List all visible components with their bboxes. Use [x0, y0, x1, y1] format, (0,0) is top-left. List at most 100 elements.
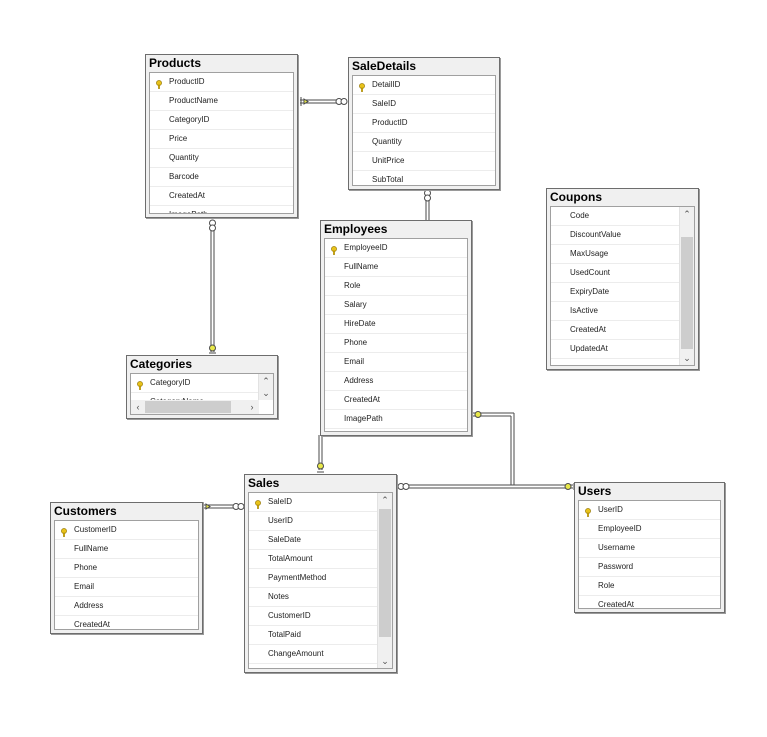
scroll-up-icon[interactable]: ⌃ [683, 209, 691, 219]
column-row[interactable]: EmployeeID [325, 239, 467, 258]
column-row[interactable]: SaleDate [249, 531, 378, 550]
column-name: SaleDate [268, 535, 301, 544]
vertical-scrollbar[interactable]: ⌃ ⌄ [679, 207, 694, 365]
column-name: CreatedAt [268, 668, 304, 669]
column-name: CategoryID [150, 378, 191, 387]
horizontal-scrollbar[interactable]: ‹ › [131, 400, 259, 414]
column-row[interactable]: SubTotal [353, 171, 495, 185]
scroll-down-icon[interactable]: ⌄ [381, 656, 389, 666]
column-row[interactable]: DiscountValue [551, 226, 680, 245]
column-name: CreatedAt [169, 191, 206, 200]
column-row[interactable]: UpdatedAt [551, 340, 680, 359]
scroll-down-icon[interactable]: ⌄ [683, 353, 691, 363]
column-row[interactable]: ChangeAmount [249, 645, 378, 664]
column-row[interactable]: Quantity [353, 133, 495, 152]
column-row[interactable]: Quantity [150, 149, 293, 168]
column-row[interactable]: Email [325, 353, 467, 372]
column-row[interactable]: UserID [579, 501, 720, 520]
column-row[interactable]: Code [551, 207, 680, 226]
column-row[interactable]: TotalPaid [249, 626, 378, 645]
column-row[interactable]: ImagePath [150, 206, 293, 213]
column-row[interactable]: DetailID [353, 76, 495, 95]
column-row[interactable]: CustomerID [249, 607, 378, 626]
column-row[interactable]: PaymentMethod [249, 569, 378, 588]
column-name: CreatedAt [74, 620, 111, 629]
vertical-scrollbar[interactable]: ⌃ ⌄ [258, 374, 273, 400]
column-row[interactable]: UsedCount [551, 264, 680, 283]
column-row[interactable]: ImagePath [325, 410, 467, 429]
column-row[interactable]: Email [55, 578, 198, 597]
column-name: CreatedAt [598, 600, 635, 609]
column-name: ProductName [169, 96, 218, 105]
column-row[interactable]: Address [55, 597, 198, 616]
scroll-left-icon[interactable]: ‹ [136, 402, 140, 412]
scroll-up-icon[interactable]: ⌃ [381, 495, 389, 505]
column-row[interactable]: Phone [325, 334, 467, 353]
column-row[interactable]: TotalAmount [249, 550, 378, 569]
column-row[interactable]: Barcode [150, 168, 293, 187]
column-row[interactable]: ProductName [150, 92, 293, 111]
column-name: Password [598, 562, 634, 571]
scroll-right-icon[interactable]: › [250, 402, 254, 412]
table-categories[interactable]: Categories CategoryIDCategoryName ⌃ ⌄ ‹ … [126, 355, 278, 419]
vertical-scrollbar[interactable]: ⌃ ⌄ [377, 493, 392, 668]
column-row[interactable]: CreatedAt [325, 391, 467, 410]
column-row[interactable]: UnitPrice [353, 152, 495, 171]
column-row[interactable]: CreatedAt [249, 664, 378, 669]
column-row[interactable]: CreatedAt [150, 187, 293, 206]
column-row[interactable]: CategoryID [131, 374, 259, 393]
column-row[interactable]: SaleID [353, 95, 495, 114]
column-row[interactable]: Username [579, 539, 720, 558]
column-name: Address [344, 376, 374, 385]
column-row[interactable]: ExpiryDate [551, 283, 680, 302]
scrollbar-thumb[interactable] [145, 401, 231, 413]
column-row[interactable]: Password [579, 558, 720, 577]
scroll-up-icon[interactable]: ⌃ [262, 376, 270, 386]
column-row[interactable]: CreatedAt [55, 616, 198, 629]
column-row[interactable]: HireDate [325, 315, 467, 334]
column-name: UpdatedAt [570, 344, 608, 353]
column-row[interactable]: ProductID [353, 114, 495, 133]
rel-products-categories [209, 219, 216, 354]
column-row[interactable]: Address [325, 372, 467, 391]
column-name: UnitPrice [372, 156, 405, 165]
column-row[interactable]: ProductID [150, 73, 293, 92]
column-row[interactable]: FullName [325, 258, 467, 277]
column-row[interactable]: Salary [325, 296, 467, 315]
column-name: Username [598, 543, 635, 552]
column-row[interactable]: Role [579, 577, 720, 596]
column-row[interactable]: CreatedAt [579, 596, 720, 609]
column-row[interactable]: EmployeeID [579, 520, 720, 539]
scrollbar-thumb[interactable] [379, 509, 391, 637]
column-row[interactable]: Notes [249, 588, 378, 607]
column-name: ChangeAmount [268, 649, 324, 658]
column-name: Salary [344, 300, 367, 309]
scroll-down-icon[interactable]: ⌄ [262, 388, 270, 398]
column-row[interactable]: FullName [55, 540, 198, 559]
column-row[interactable]: IsActive [551, 302, 680, 321]
column-row[interactable]: CategoryID [150, 111, 293, 130]
column-row[interactable]: Phone [55, 559, 198, 578]
column-row[interactable]: MaxUsage [551, 245, 680, 264]
column-row[interactable]: Price [150, 130, 293, 149]
column-name: ProductID [372, 118, 408, 127]
column-row[interactable]: SaleID [249, 493, 378, 512]
column-row[interactable]: UserID [249, 512, 378, 531]
scrollbar-thumb[interactable] [681, 237, 693, 349]
column-name: MaxUsage [570, 249, 609, 258]
column-row[interactable]: CreatedAt [551, 321, 680, 340]
column-row[interactable]: Role [325, 277, 467, 296]
column-row[interactable]: CustomerID [55, 521, 198, 540]
primary-key-icon [584, 506, 592, 517]
